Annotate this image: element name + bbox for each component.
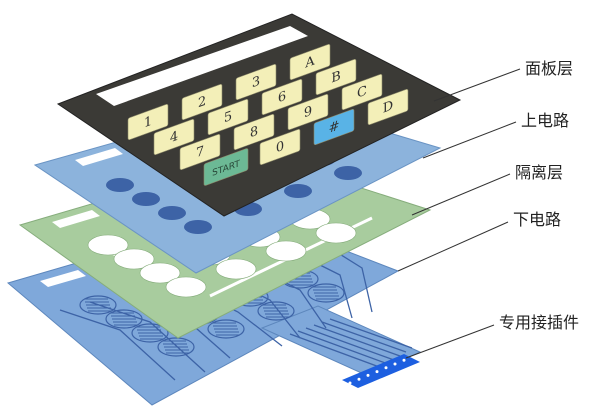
label-spacer: 隔离层	[515, 163, 563, 182]
connector-pin	[393, 362, 397, 366]
leader-panel	[433, 68, 521, 102]
lower-circuit-pad	[207, 319, 245, 339]
leader-upper	[422, 121, 517, 159]
key-label: 6	[278, 89, 286, 107]
label-panel: 面板层	[525, 59, 573, 78]
key-hash[interactable]: #	[313, 109, 355, 146]
leader-connector	[405, 324, 495, 359]
key-label: C	[357, 84, 367, 102]
spacer-hole	[165, 276, 207, 298]
panel-sheet	[56, 13, 462, 217]
connector-pin	[348, 381, 352, 385]
key-8[interactable]: 8	[233, 114, 275, 151]
leader-lower	[397, 221, 509, 272]
labels: 面板层 上电路 隔离层 下电路 专用接插件	[499, 59, 579, 332]
spacer-hole	[215, 258, 257, 280]
key-label: D	[383, 98, 393, 116]
key-start[interactable]: START	[203, 148, 249, 186]
key-label: 3	[252, 74, 260, 92]
key-7[interactable]: 7	[179, 134, 221, 171]
key-0[interactable]: 0	[259, 129, 301, 166]
spacer-window	[52, 210, 100, 228]
lower-circuit-pad	[79, 295, 117, 315]
key-1[interactable]: 1	[127, 104, 169, 141]
upper-contact-dot	[334, 166, 362, 180]
leader-lines	[397, 68, 521, 359]
connector-pin	[357, 377, 361, 381]
lower-circuit-pad	[307, 283, 345, 303]
spacer-hole	[139, 262, 181, 284]
label-connector: 专用接插件	[499, 313, 579, 332]
label-lower-circuit: 下电路	[513, 210, 561, 229]
upper-contact-dot	[132, 192, 160, 206]
spacer-hole	[315, 222, 357, 244]
key-label: 1	[144, 114, 152, 132]
key-label: B	[331, 69, 341, 87]
connector-pin	[384, 366, 388, 370]
key-a[interactable]: A	[289, 44, 331, 81]
key-6[interactable]: 6	[261, 79, 303, 116]
connector-pin	[402, 358, 406, 362]
key-b[interactable]: B	[315, 59, 357, 96]
connector-pin	[375, 370, 379, 374]
spacer-hole	[87, 234, 129, 256]
key-label: 2	[198, 94, 206, 112]
key-label: 8	[250, 124, 258, 142]
lower-circuit-pad	[257, 301, 295, 321]
key-label: 9	[304, 104, 312, 122]
key-label: 4	[170, 129, 178, 147]
upper-circuit-window	[75, 148, 123, 166]
key-3[interactable]: 3	[235, 64, 277, 101]
leader-spacer	[411, 173, 511, 216]
lower-circuit-window	[40, 270, 86, 287]
key-4[interactable]: 4	[153, 119, 195, 156]
key-label: 7	[196, 144, 204, 162]
key-5[interactable]: 5	[207, 99, 249, 136]
lower-circuit-pad	[131, 323, 169, 343]
panel-layer: 1 2 3 A 4 5 6 B 7 8 9 C START 0 # D	[56, 13, 462, 217]
key-c[interactable]: C	[341, 74, 383, 111]
upper-contact-dot	[284, 184, 312, 198]
label-upper-circuit: 上电路	[521, 111, 569, 130]
upper-contact-dot	[184, 220, 212, 234]
spacer-hole	[265, 240, 307, 262]
key-label: A	[304, 54, 315, 72]
connector-strip	[342, 354, 420, 388]
upper-contact-dot	[106, 178, 134, 192]
key-label: #	[329, 118, 340, 136]
connector-pins	[348, 358, 406, 385]
key-label: 5	[224, 109, 232, 127]
key-2[interactable]: 2	[181, 84, 223, 121]
key-label: 0	[276, 139, 284, 157]
key-9[interactable]: 9	[287, 94, 329, 131]
panel-display-window	[96, 26, 308, 106]
spacer-hole	[113, 248, 155, 270]
key-d[interactable]: D	[367, 89, 409, 126]
keypad: 1 2 3 A 4 5 6 B 7 8 9 C START 0 # D	[127, 44, 409, 186]
upper-contact-dot	[158, 206, 186, 220]
connector-pin	[366, 373, 370, 377]
